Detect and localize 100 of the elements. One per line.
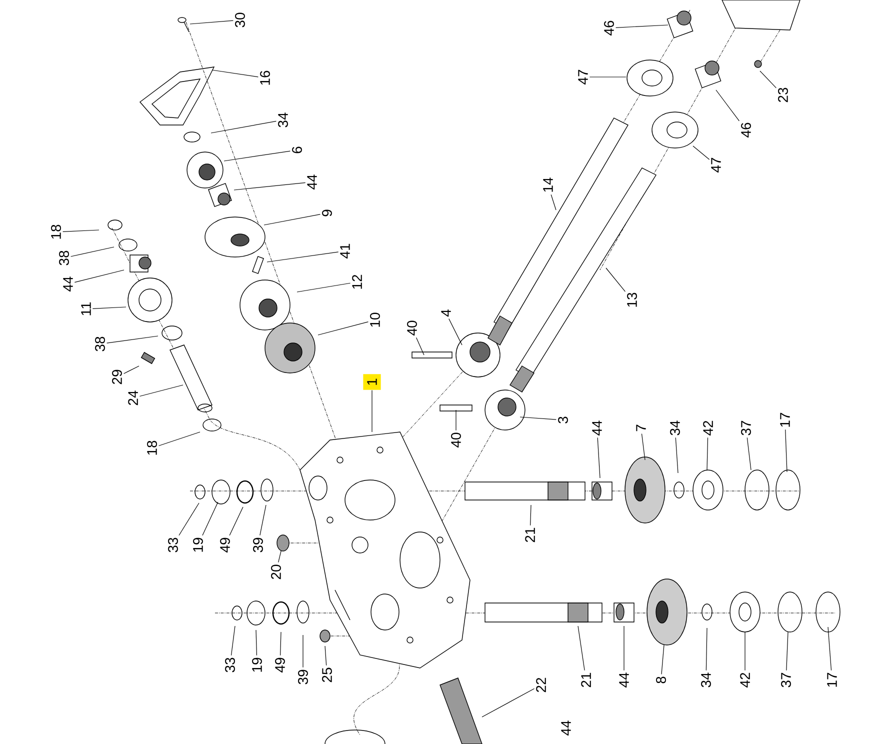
leader-line bbox=[62, 230, 100, 232]
callout-number: 21 bbox=[525, 528, 535, 542]
callout-number: 49 bbox=[220, 538, 230, 552]
callout-number: 46 bbox=[741, 122, 751, 138]
callout-number: 8 bbox=[656, 676, 666, 684]
callout-number: 16 bbox=[260, 70, 270, 85]
callout-number: 37 bbox=[741, 420, 751, 436]
leader-line bbox=[124, 366, 140, 374]
callout-number: 34 bbox=[278, 112, 288, 128]
leader-line bbox=[760, 70, 776, 88]
callout-number: 24 bbox=[128, 390, 138, 406]
leader-line bbox=[74, 270, 124, 283]
leader-line bbox=[520, 416, 556, 420]
callout-number: 47 bbox=[578, 70, 588, 84]
callout-number: 44 bbox=[619, 672, 629, 688]
callout-number: 7 bbox=[636, 424, 646, 432]
leader-line bbox=[616, 24, 668, 28]
leader-line bbox=[260, 504, 266, 536]
callout-number: 23 bbox=[778, 88, 788, 102]
leader-line bbox=[70, 246, 114, 257]
callout-number: 17 bbox=[827, 672, 837, 687]
callout-number: 38 bbox=[95, 336, 105, 352]
highlighted-callout-number: 1 bbox=[363, 374, 381, 390]
leader-line bbox=[210, 120, 276, 134]
callout-number: 10 bbox=[370, 312, 380, 327]
callout-number: 4 bbox=[441, 310, 451, 317]
leader-line bbox=[92, 306, 126, 309]
leader-line bbox=[278, 550, 282, 563]
callout-number: 18 bbox=[147, 440, 157, 455]
callout-number: 19 bbox=[193, 538, 203, 552]
callout-number: 38 bbox=[59, 250, 69, 266]
leader-line bbox=[318, 322, 368, 336]
callout-number: 41 bbox=[340, 244, 350, 258]
callout-number: 33 bbox=[168, 538, 178, 552]
callout-number: 46 bbox=[604, 20, 614, 36]
callout-number: 44 bbox=[63, 276, 73, 292]
leader-line bbox=[202, 502, 218, 536]
leader-line bbox=[448, 318, 462, 346]
leader-line bbox=[692, 146, 710, 160]
callout-number: 13 bbox=[627, 292, 637, 307]
leader-line bbox=[416, 337, 424, 356]
leader-line bbox=[785, 429, 788, 472]
leader-line bbox=[641, 433, 646, 460]
callout-number: 37 bbox=[781, 672, 791, 688]
callout-number: 18 bbox=[51, 224, 61, 239]
callout-number: 49 bbox=[275, 658, 285, 672]
plug bbox=[276, 534, 290, 552]
leader-line bbox=[324, 646, 327, 666]
leader-line bbox=[706, 628, 708, 671]
callout-number: 42 bbox=[740, 672, 750, 688]
callout-number: 42 bbox=[703, 420, 713, 436]
callout-number: 21 bbox=[581, 672, 591, 688]
leader-line bbox=[230, 626, 236, 656]
callout-number: 47 bbox=[711, 158, 721, 172]
callout-number: 22 bbox=[536, 678, 546, 692]
callout-number: 30 bbox=[235, 12, 245, 28]
leader-line bbox=[746, 437, 752, 470]
callout-number: 17 bbox=[780, 412, 790, 427]
callout-number: 39 bbox=[298, 670, 308, 684]
callout-number: 34 bbox=[701, 672, 711, 688]
leader-line bbox=[264, 214, 320, 226]
leader-line bbox=[675, 437, 678, 474]
leader-line bbox=[190, 20, 234, 24]
leader-line bbox=[302, 634, 304, 668]
leader-line bbox=[234, 182, 306, 190]
leader-line bbox=[296, 282, 351, 292]
leader-line bbox=[786, 632, 788, 671]
leader-line bbox=[139, 384, 184, 397]
leader-line bbox=[106, 336, 158, 344]
callout-number: 6 bbox=[292, 146, 302, 154]
leader-line bbox=[158, 432, 200, 446]
leader-line bbox=[550, 194, 556, 210]
callout-number: 19 bbox=[252, 658, 262, 672]
callout-number: 12 bbox=[352, 274, 362, 289]
leader-line bbox=[706, 437, 708, 470]
leader-line bbox=[578, 626, 585, 671]
leader-line bbox=[482, 688, 535, 718]
leader-line bbox=[280, 632, 282, 656]
callout-number: 9 bbox=[322, 210, 332, 216]
leader-line bbox=[597, 437, 600, 478]
leader-line bbox=[828, 626, 832, 671]
callout-number: 20 bbox=[271, 564, 281, 580]
callout-number: 40 bbox=[407, 320, 417, 336]
leader-line bbox=[661, 644, 664, 675]
callout-number: 14 bbox=[543, 178, 553, 192]
leader-line bbox=[178, 502, 200, 536]
callout-number: 44 bbox=[561, 720, 571, 736]
leader-line bbox=[606, 268, 626, 292]
callout-number: 33 bbox=[225, 658, 235, 672]
leader-line bbox=[530, 504, 532, 526]
leader-line bbox=[229, 506, 244, 536]
leader-line bbox=[256, 630, 258, 656]
callout-number: 25 bbox=[322, 668, 332, 682]
callout-number: 40 bbox=[451, 432, 461, 448]
callout-number: 29 bbox=[112, 370, 122, 384]
leader-line bbox=[589, 76, 626, 78]
leader-line bbox=[716, 90, 740, 122]
callout-number: 44 bbox=[307, 174, 317, 190]
callout-number: 11 bbox=[81, 302, 91, 316]
callout-number: 39 bbox=[253, 538, 263, 552]
